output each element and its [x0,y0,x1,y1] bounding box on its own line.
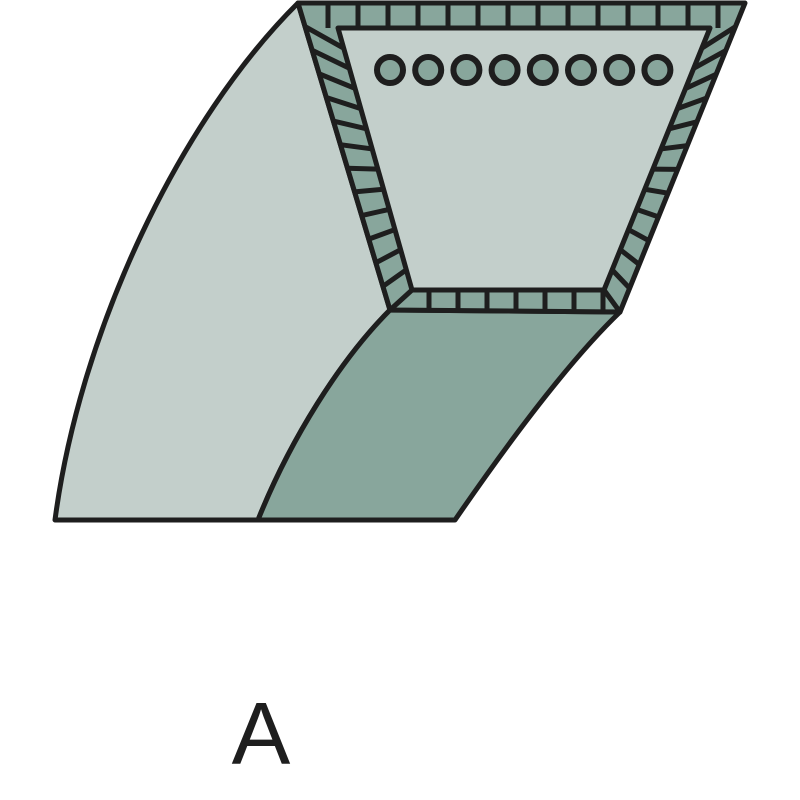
cover-segment-divider [644,186,669,196]
cover-segment-divider [676,95,708,111]
cover-segment-divider [361,206,390,218]
tension-cord [488,54,521,86]
cover-segment-divider [332,118,368,132]
cover-segment-divider [303,24,345,51]
cover-segment-divider [354,186,384,195]
cover-segment-divider [618,247,641,267]
cover-segment-divider [610,268,632,290]
cover-segment-divider [381,267,408,289]
profile-label: A [231,684,291,783]
cover-segment-divider [347,165,378,172]
tension-cord [412,54,445,86]
cover-segment-divider [668,119,698,132]
cover-segment-divider [627,227,651,243]
cover-segment-divider [367,227,396,242]
cover-segment-divider [311,47,351,71]
cover-segment-divider [340,142,373,152]
fabric-cover-segments [303,3,737,314]
cover-segment-divider [601,288,623,314]
cover-segment-divider [700,24,737,51]
cover-segment-divider [388,288,414,312]
cover-segment-divider [660,143,688,152]
tension-cords [374,54,674,86]
tension-cord [526,54,559,86]
tension-cord [565,54,597,86]
tension-cord [374,54,406,86]
cover-segment-divider [684,72,718,91]
belt-bottom-face [255,307,623,523]
cover-segment-divider [635,207,660,220]
tension-cord [450,54,483,86]
cover-segment-divider [374,247,402,265]
cover-segment-divider [325,95,362,111]
cover-segment-divider [318,71,357,91]
tension-cord [603,54,636,86]
cover-segment-divider [692,48,727,71]
tension-cord [641,54,674,86]
